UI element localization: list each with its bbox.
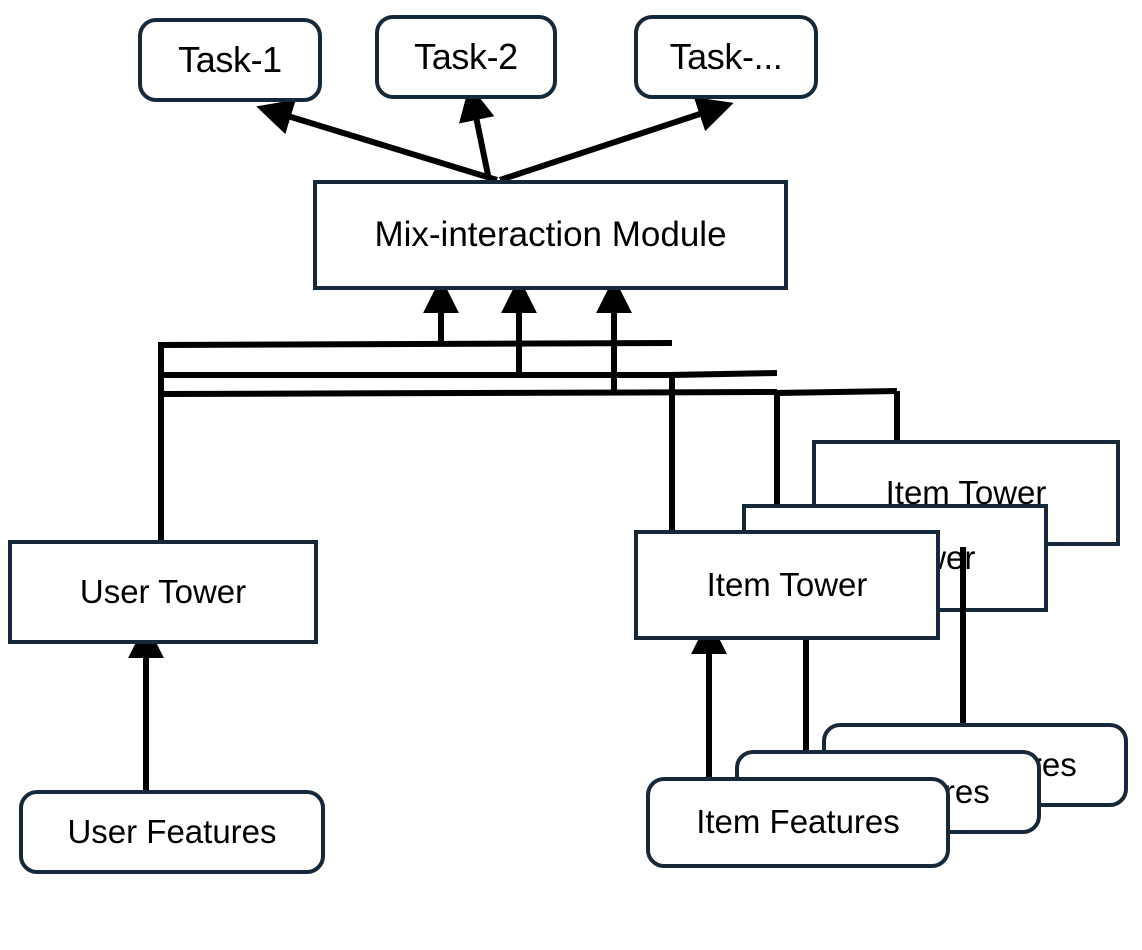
edge-item-tower-front-to-module — [161, 277, 778, 530]
user-features[interactable]: User Features — [19, 790, 325, 874]
item-tower-front[interactable]: Item Tower — [634, 530, 940, 640]
edge-user-tower-to-module — [158, 277, 673, 540]
user-features-label: User Features — [67, 812, 277, 850]
edge-module-to-task-1 — [256, 99, 498, 183]
item-features-front[interactable]: Item Features — [646, 777, 950, 868]
item-tower-front-label: Item Tower — [706, 565, 868, 603]
edge-item-tower-mid-to-module — [160, 277, 898, 504]
task-node-n-label: Task-... — [669, 36, 783, 78]
item-features-front-label: Item Features — [696, 803, 900, 841]
task-node-n[interactable]: Task-... — [634, 15, 818, 99]
user-tower-label: User Tower — [79, 572, 247, 610]
user-tower[interactable]: User Tower — [8, 540, 318, 644]
task-node-1[interactable]: Task-1 — [138, 18, 322, 102]
mix-interaction-module-label: Mix-interaction Module — [374, 214, 727, 254]
task-node-2[interactable]: Task-2 — [375, 15, 557, 99]
mix-interaction-module[interactable]: Mix-interaction Module — [313, 180, 788, 290]
task-node-1-label: Task-1 — [178, 39, 282, 81]
edge-module-to-task-n — [499, 97, 734, 183]
edge-module-to-task-2 — [459, 84, 495, 181]
task-node-2-label: Task-2 — [414, 36, 518, 78]
